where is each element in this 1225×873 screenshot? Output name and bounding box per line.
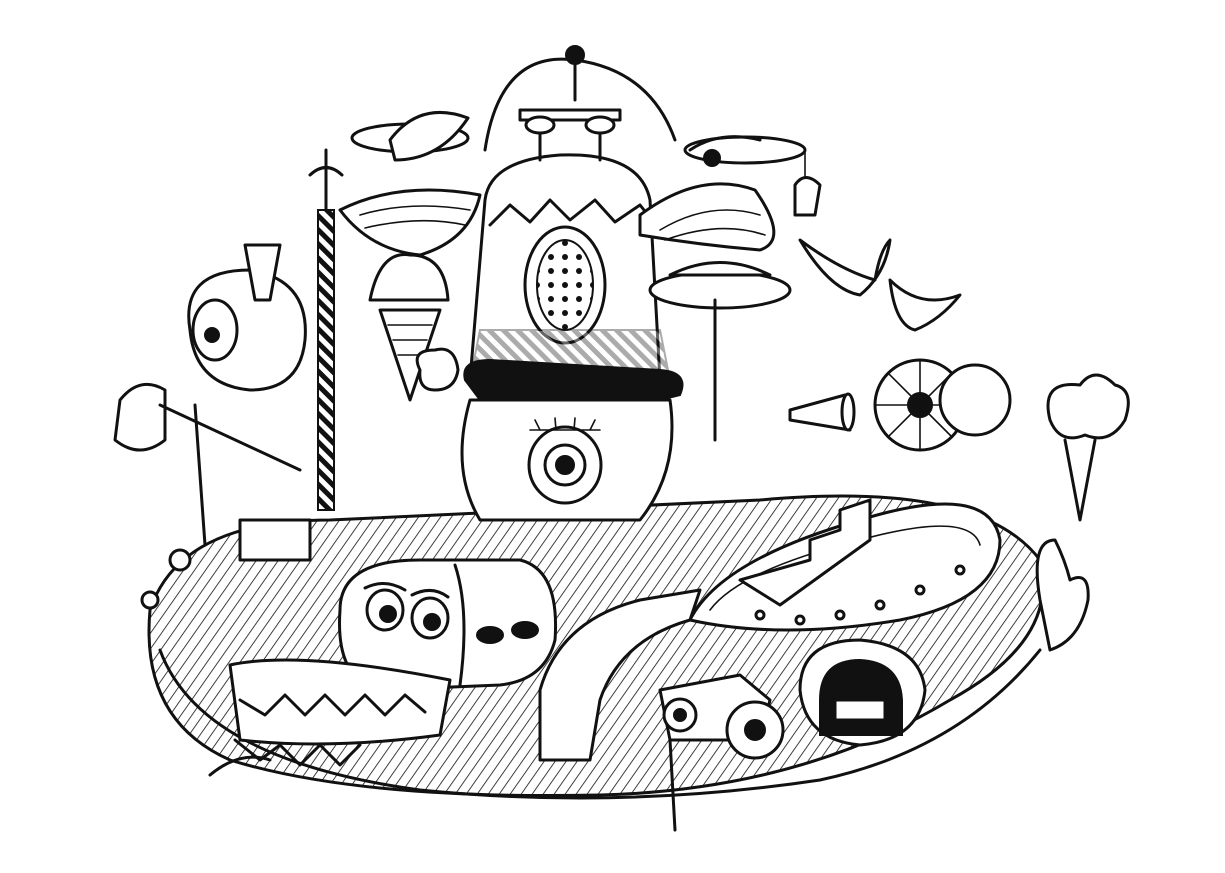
cloud-small xyxy=(415,347,460,392)
monkey-hanging xyxy=(793,149,822,217)
small-car xyxy=(658,673,785,760)
pie-plate xyxy=(648,261,792,442)
staircase xyxy=(738,498,872,607)
wing-right xyxy=(638,182,776,252)
tunnel xyxy=(798,638,927,747)
wing-left xyxy=(338,188,482,257)
pole-bottom xyxy=(668,738,677,832)
eye-pot xyxy=(460,358,684,522)
slide-ribbon xyxy=(538,588,702,762)
saucer-right xyxy=(683,135,807,167)
hand xyxy=(1035,538,1090,652)
bird-flying-2 xyxy=(888,278,962,332)
striped-pole xyxy=(308,148,344,511)
saucer-left xyxy=(350,110,470,162)
wheel-right xyxy=(873,358,1012,452)
left-machinery xyxy=(113,382,312,610)
eyeball-creature xyxy=(187,243,307,392)
bird-flying-1 xyxy=(798,238,892,297)
crocodile-jaw xyxy=(208,658,452,777)
cloud-right xyxy=(1046,373,1130,522)
ice-cream-cone xyxy=(368,253,450,402)
central-tower xyxy=(468,108,672,382)
caterpillar-creature xyxy=(338,558,558,692)
horn xyxy=(788,392,856,432)
top-arch xyxy=(483,45,677,152)
